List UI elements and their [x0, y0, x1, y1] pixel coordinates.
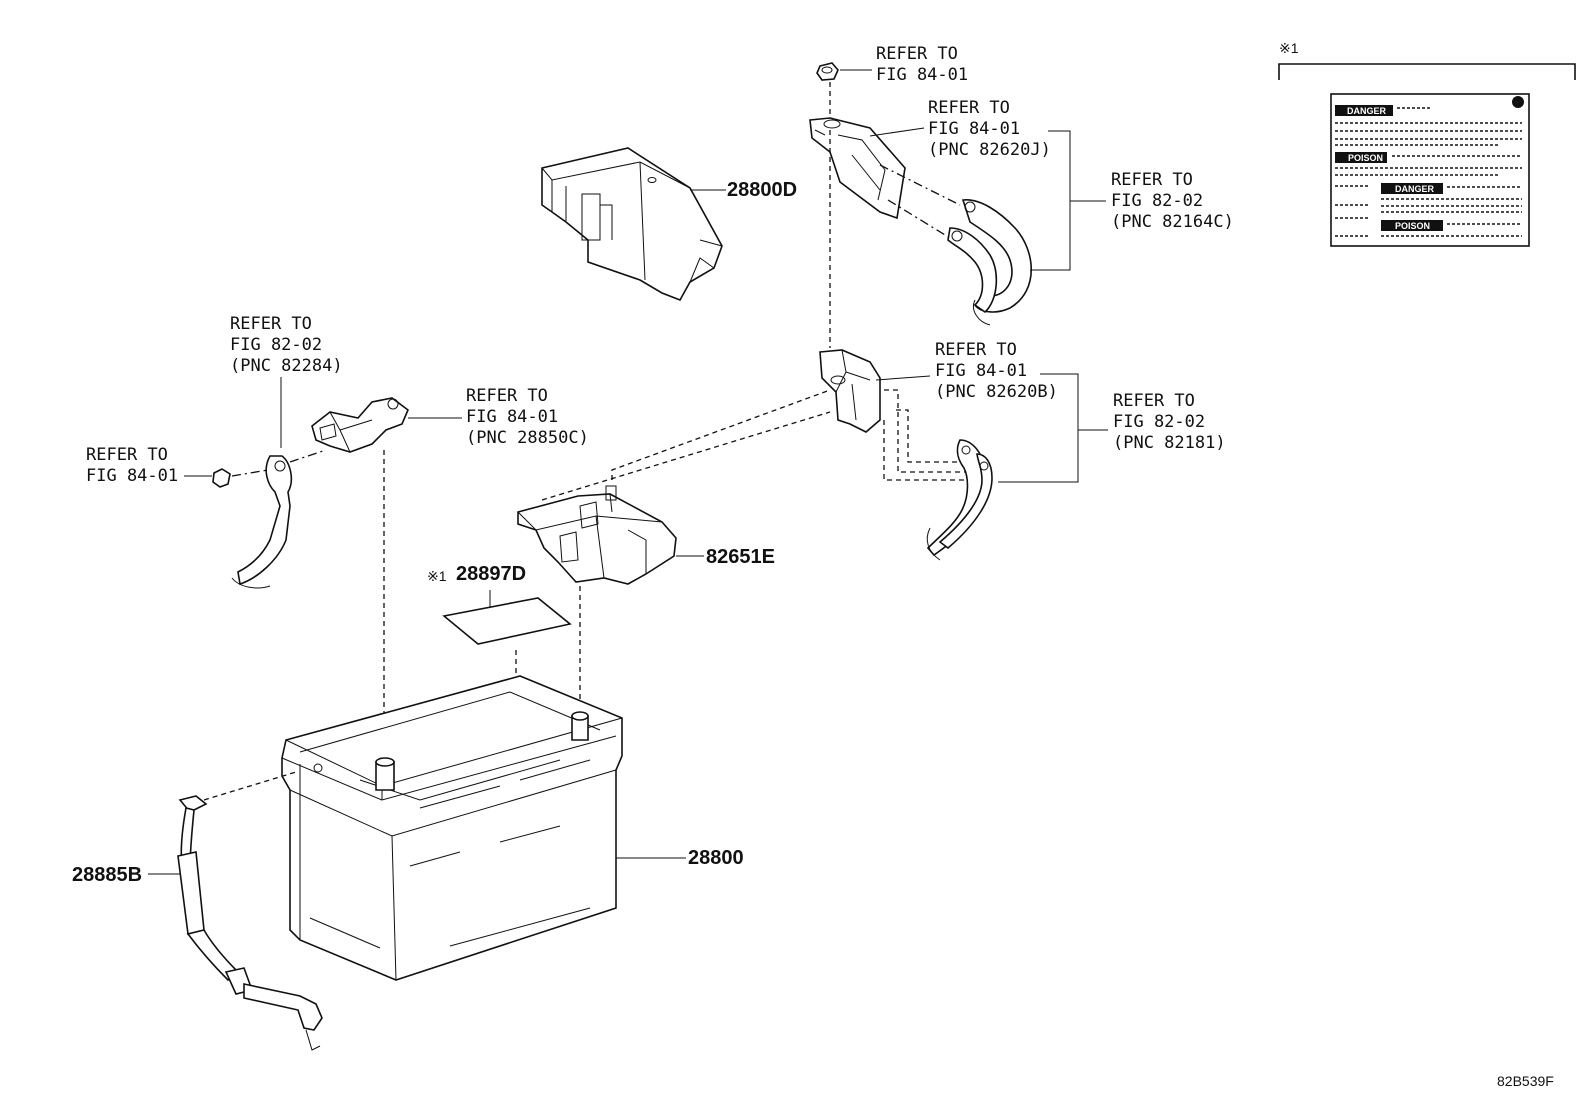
- poison-badge-1: POISON: [1348, 153, 1383, 163]
- callout-refs-bracket_mid-1: FIG 84-01: [935, 361, 1027, 381]
- ref-nut-top: REFER TO FIG 84-01: [840, 44, 968, 85]
- caution-label-mark: ※1: [427, 568, 447, 584]
- note-mark: ※1: [1279, 40, 1299, 56]
- caution-label-sheet: [442, 597, 572, 645]
- part-number-cable: 28885B: [72, 864, 142, 886]
- cable-top: [879, 164, 1032, 326]
- callout-refs-cable_mid-2: (PNC 82181): [1113, 433, 1226, 453]
- bracket-mid: [819, 349, 881, 433]
- callout-refs-bracket_top-0: REFER TO: [928, 98, 1010, 118]
- callout-refs-cable_left-0: REFER TO: [230, 314, 312, 334]
- callout-refs-clamp_left-2: (PNC 28850C): [466, 428, 589, 448]
- callout-refs-cable_top-2: (PNC 82164C): [1111, 212, 1234, 232]
- battery: [281, 675, 623, 981]
- poison-badge-2: POISON: [1395, 221, 1430, 231]
- cable-sensor: [177, 795, 323, 1051]
- ref-cable-top: REFER TO FIG 82-02 (PNC 82164C): [1030, 130, 1234, 271]
- part-number-caution-label: 28897D: [456, 563, 526, 585]
- diagram-code: 82B539F: [1497, 1073, 1554, 1089]
- part-number-terminal-holder: 82651E: [706, 546, 775, 568]
- callout-cable: 28885B: [72, 864, 180, 886]
- cable-mid: [883, 389, 993, 561]
- ref-nut-left: REFER TO FIG 84-01: [86, 445, 212, 486]
- callout-refs-cable_top-0: REFER TO: [1111, 170, 1193, 190]
- callout-refs-nut_top-1: FIG 84-01: [876, 65, 968, 85]
- callout-refs-bracket_mid-0: REFER TO: [935, 340, 1017, 360]
- callout-refs-nut_left-1: FIG 84-01: [86, 466, 178, 486]
- part-number-cover: 28800D: [727, 179, 797, 201]
- callout-caution-label: ※1 28897D: [427, 563, 526, 608]
- terminal-holder: [517, 485, 677, 585]
- danger-badge-1: DANGER: [1347, 106, 1387, 116]
- callout-refs-bracket_top-2: (PNC 82620J): [928, 140, 1051, 160]
- cable-left: [231, 455, 293, 589]
- callout-refs-cable_left-2: (PNC 82284): [230, 356, 343, 376]
- nut-left: [212, 468, 231, 488]
- callout-refs-clamp_left-1: FIG 84-01: [466, 407, 558, 427]
- callout-refs-nut_top-0: REFER TO: [876, 44, 958, 64]
- callout-battery: 28800: [616, 847, 744, 869]
- nut-top: [816, 62, 839, 81]
- callout-refs-cable_top-1: FIG 82-02: [1111, 191, 1203, 211]
- bracket-top: [809, 117, 906, 220]
- callout-refs-bracket_mid-2: (PNC 82620B): [935, 382, 1058, 402]
- ref-clamp-left: REFER TO FIG 84-01 (PNC 28850C): [408, 386, 589, 448]
- callout-refs-cable_mid-0: REFER TO: [1113, 391, 1195, 411]
- danger-badge-2: DANGER: [1395, 184, 1435, 194]
- terminal-clamp-left: [311, 397, 409, 453]
- note-bracket: ※1: [1278, 40, 1576, 80]
- ref-bracket-mid: REFER TO FIG 84-01 (PNC 82620B): [875, 340, 1058, 402]
- ref-cable-mid: REFER TO FIG 82-02 (PNC 82181): [998, 373, 1226, 483]
- part-number-battery: 28800: [688, 847, 744, 869]
- callout-terminal-holder: 82651E: [676, 546, 775, 568]
- callout-refs-bracket_top-1: FIG 84-01: [928, 119, 1020, 139]
- callout-cover: 28800D: [690, 179, 797, 201]
- callout-refs-cable_left-1: FIG 82-02: [230, 335, 322, 355]
- ref-cable-left: REFER TO FIG 82-02 (PNC 82284): [230, 314, 343, 448]
- ref-bracket-top: REFER TO FIG 84-01 (PNC 82620J): [869, 98, 1051, 160]
- callout-refs-nut_left-0: REFER TO: [86, 445, 168, 465]
- callout-refs-clamp_left-0: REFER TO: [466, 386, 548, 406]
- caution-label-image: DANGER POISON DANGER POISON: [1330, 93, 1530, 247]
- callout-refs-cable_mid-1: FIG 82-02: [1113, 412, 1205, 432]
- battery-cover: [541, 147, 723, 301]
